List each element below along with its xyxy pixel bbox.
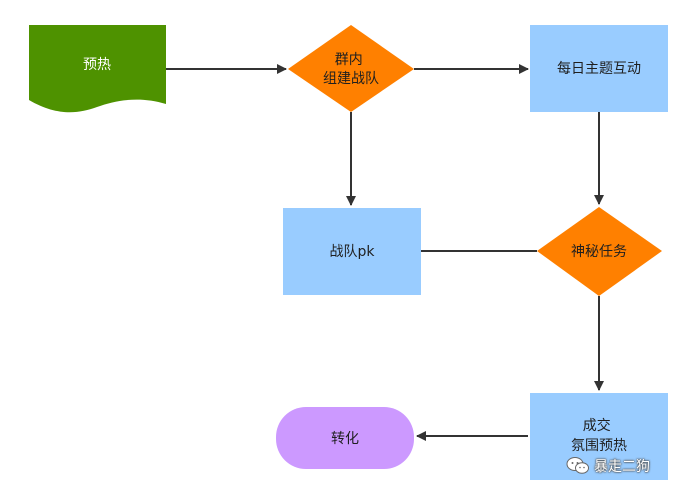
group-team-line-1: 群内 (335, 52, 363, 68)
deal-line-2: 氛围预热 (571, 438, 627, 454)
group-team-diamond (288, 25, 414, 112)
team-pk-label: 战队pk (330, 244, 376, 260)
node-deal: 成交 氛围预热 (530, 393, 668, 480)
mystery-task-diamond (537, 207, 662, 296)
mystery-task-label: 神秘任务 (571, 244, 627, 260)
daily-topic-label: 每日主题互动 (557, 61, 641, 77)
node-preheat: 预热 (29, 25, 166, 113)
convert-label: 转化 (331, 431, 359, 447)
daily-topic-box (530, 25, 668, 112)
watermark: 暴走二狗 (566, 452, 650, 480)
preheat-shape (29, 25, 166, 113)
node-daily-topic: 每日主题互动 (530, 25, 668, 112)
wechat-icon (566, 457, 589, 474)
preheat-label: 预热 (83, 57, 111, 73)
node-group-team: 群内 组建战队 (288, 25, 414, 112)
deal-box (530, 393, 668, 480)
group-team-label: 群内 组建战队 (323, 52, 379, 87)
watermark-text: 暴走二狗 (594, 459, 650, 475)
node-mystery-task: 神秘任务 (537, 207, 662, 296)
group-team-line-2: 组建战队 (323, 71, 379, 87)
node-convert: 转化 (276, 407, 414, 469)
convert-pill (276, 407, 414, 469)
deal-line-1: 成交 (583, 417, 611, 434)
node-team-pk: 战队pk (283, 208, 421, 295)
deal-label: 成交 氛围预热 (571, 417, 627, 454)
team-pk-box (283, 208, 421, 295)
